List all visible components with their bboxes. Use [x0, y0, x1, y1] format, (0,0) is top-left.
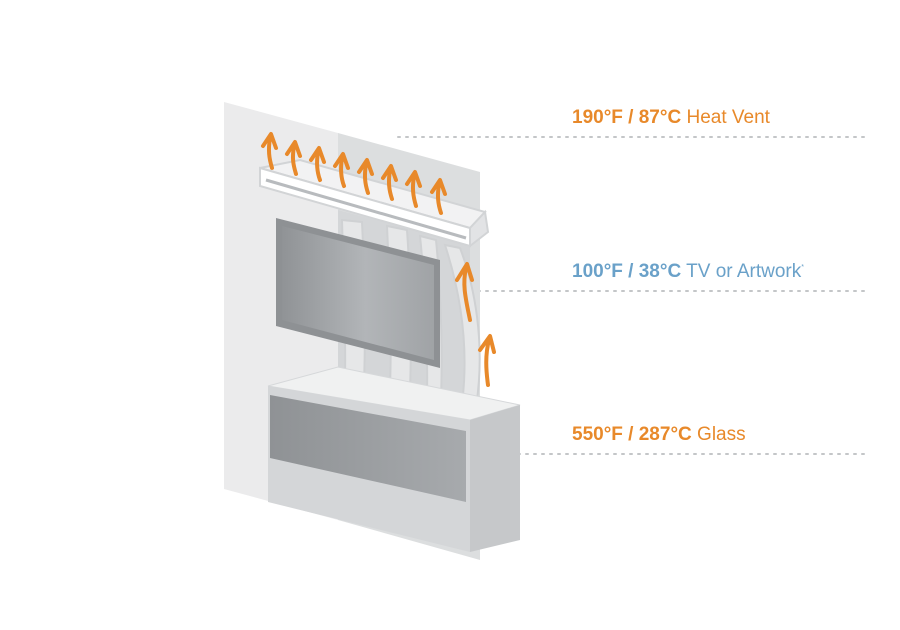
- heat-arrow-icon: [333, 152, 350, 188]
- heat-vent-description: Heat Vent: [686, 107, 770, 128]
- heat-arrow-icon: [261, 132, 278, 170]
- heat-arrow-icon: [405, 170, 422, 208]
- heat-arrow-icon: [309, 146, 326, 182]
- fireplace-side: [470, 405, 520, 552]
- heat-arrow-icon: [357, 158, 374, 195]
- tv-artwork-temperature: 100°F / 38°C: [572, 261, 682, 282]
- vent-heat-arrows: [261, 132, 447, 215]
- duct-heat-arrows: [455, 262, 496, 387]
- heat-arrow-icon: [430, 178, 447, 215]
- glass-temperature: 550°F / 287°C: [572, 424, 692, 445]
- heat-vent-end: [469, 209, 490, 249]
- tv-artwork-description: TV or Artwork: [686, 261, 802, 282]
- tv-artwork-label: 100°F / 38°C TV or Artwork*: [572, 262, 804, 281]
- heat-arrow-icon: [478, 334, 496, 387]
- glass-label: 550°F / 287°C Glass: [572, 425, 746, 444]
- fireplace-glass: [270, 395, 466, 502]
- heat-arrow-icon: [381, 164, 398, 201]
- glass-description: Glass: [697, 424, 746, 445]
- heat-vent-slot: [265, 178, 467, 240]
- heat-arrow-icon: [455, 262, 474, 322]
- heat-vent-label: 190°F / 87°C Heat Vent: [572, 108, 770, 127]
- heat-vent-temperature: 190°F / 87°C: [572, 107, 682, 128]
- heat-arrow-icon: [285, 140, 302, 176]
- footnote-mark: *: [801, 264, 804, 271]
- tv-screen: [282, 226, 434, 360]
